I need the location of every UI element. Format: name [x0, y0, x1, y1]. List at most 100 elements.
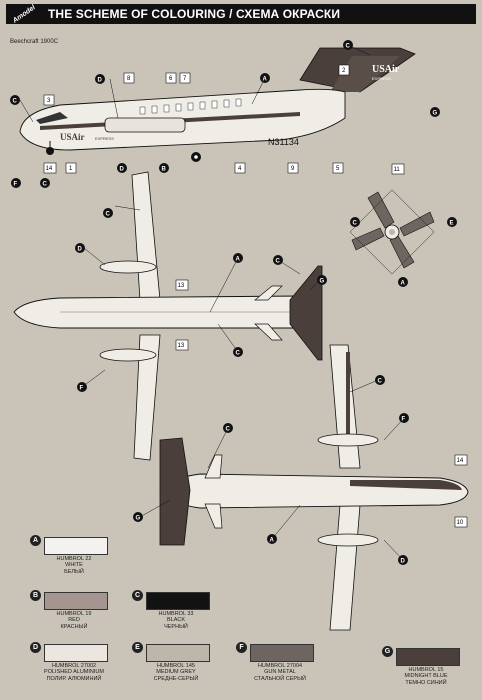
svg-text:7: 7: [183, 76, 187, 82]
svg-text:C: C: [13, 99, 18, 105]
part-box-8: 8: [123, 72, 135, 84]
svg-text:D: D: [401, 559, 406, 565]
callout-C-tail: C: [343, 40, 353, 50]
svg-text:C: C: [378, 379, 383, 385]
callout-C-bottom-tail: C: [223, 423, 233, 433]
svg-text:A: A: [236, 257, 241, 263]
propeller-view: [349, 189, 435, 275]
part-box-14b: 14: [454, 454, 468, 466]
svg-text:F: F: [14, 182, 18, 188]
legend-swatch-red: [44, 592, 108, 610]
callout-C-top-fin: C: [273, 255, 283, 265]
part-box-4: 4: [234, 162, 246, 174]
header-bar: Amodel THE SCHEME OF COLOURING / СХЕМА О…: [6, 4, 476, 24]
svg-text:B: B: [162, 167, 167, 173]
fuselage-livery-sub: EXPRESS: [95, 136, 114, 141]
svg-text:14: 14: [457, 458, 464, 464]
part-box-3: 3: [43, 94, 55, 106]
callout-G-bottom: G: [133, 512, 143, 522]
svg-text:13: 13: [178, 343, 185, 349]
legend-swatch-black: [146, 592, 210, 610]
legend-swatch-medium-grey: [146, 644, 210, 662]
svg-text:10: 10: [457, 520, 464, 526]
callout-D-nacelle: D: [117, 163, 127, 173]
callout-G-side: G: [430, 107, 440, 117]
svg-text:C: C: [106, 212, 111, 218]
callout-C-top: C: [103, 208, 113, 218]
side-windows: [139, 98, 242, 115]
svg-text:C: C: [353, 221, 358, 227]
part-box-2: 2: [338, 64, 350, 76]
svg-text:4: 4: [238, 166, 242, 172]
svg-text:11: 11: [394, 167, 401, 173]
svg-text:C: C: [236, 351, 241, 357]
callout-C-prop: C: [350, 217, 360, 227]
svg-text:A: A: [263, 77, 268, 83]
legend-badge-G: G: [382, 646, 393, 657]
svg-text:C: C: [226, 427, 231, 433]
side-nacelle: [104, 117, 186, 133]
svg-text:A: A: [401, 281, 406, 287]
part-box-11: 11: [391, 163, 405, 175]
legend-swatch-white: [44, 537, 108, 555]
callout-F-gear: F: [11, 178, 21, 188]
callout-D-bottom: D: [398, 555, 408, 565]
registration-text: N31134: [268, 137, 299, 147]
page-title: THE SCHEME OF COLOURING / СХЕМА ОКРАСКИ: [48, 7, 341, 21]
svg-text:2: 2: [342, 68, 346, 74]
svg-text:14: 14: [46, 166, 53, 172]
callout-D-top: D: [75, 243, 85, 253]
top-view: [13, 171, 323, 461]
svg-text:G: G: [433, 111, 438, 117]
callout-C-bottom: C: [375, 375, 385, 385]
svg-text:D: D: [120, 167, 125, 173]
svg-text:F: F: [80, 386, 84, 392]
svg-text:G: G: [320, 279, 325, 285]
part-box-13a: 13: [175, 279, 189, 291]
side-cockpit-glass: [36, 112, 68, 124]
legend-badge-F: F: [236, 642, 247, 653]
callout-C-top2: C: [233, 347, 243, 357]
callout-letters: C A D C G D B F C C D A C G C E A C F C …: [10, 40, 457, 565]
part-box-5: 5: [332, 162, 344, 174]
svg-text:A: A: [270, 538, 275, 544]
part-box-6: 6: [165, 72, 177, 84]
callout-F-bottom: F: [399, 413, 409, 423]
callout-G-top: G: [317, 275, 327, 285]
legend-swatch-gun-metal: [250, 644, 314, 662]
aircraft-model-label: Beechcraft 1900C: [10, 39, 59, 45]
callout-B-side: B: [159, 163, 169, 173]
bottom-view: [159, 344, 469, 631]
svg-text:C: C: [346, 44, 351, 50]
svg-text:13: 13: [178, 283, 185, 289]
legend-badge-B: B: [30, 590, 41, 601]
callout-A-side: A: [260, 73, 270, 83]
svg-text:6: 6: [169, 76, 173, 82]
svg-text:C: C: [276, 259, 281, 265]
part-box-7: 7: [179, 72, 191, 84]
svg-text:8: 8: [127, 76, 131, 82]
callout-C-nose: C: [10, 95, 20, 105]
side-view: USAir EXPRESS USAir EXPRESS N31134: [19, 47, 416, 162]
callout-E-prop: E: [447, 217, 457, 227]
side-nose-wheel: [46, 147, 54, 155]
svg-text:C: C: [43, 182, 48, 188]
tail-livery-text: USAir: [372, 64, 400, 75]
callout-D-side: D: [95, 74, 105, 84]
svg-text:9: 9: [291, 166, 295, 172]
svg-text:3: 3: [47, 98, 51, 104]
part-box-10: 10: [454, 516, 468, 528]
svg-text:G: G: [136, 516, 141, 522]
callout-A-top: A: [233, 253, 243, 263]
callout-F-top: F: [77, 382, 87, 392]
legend-badge-E: E: [132, 642, 143, 653]
part-box-9: 9: [287, 162, 299, 174]
